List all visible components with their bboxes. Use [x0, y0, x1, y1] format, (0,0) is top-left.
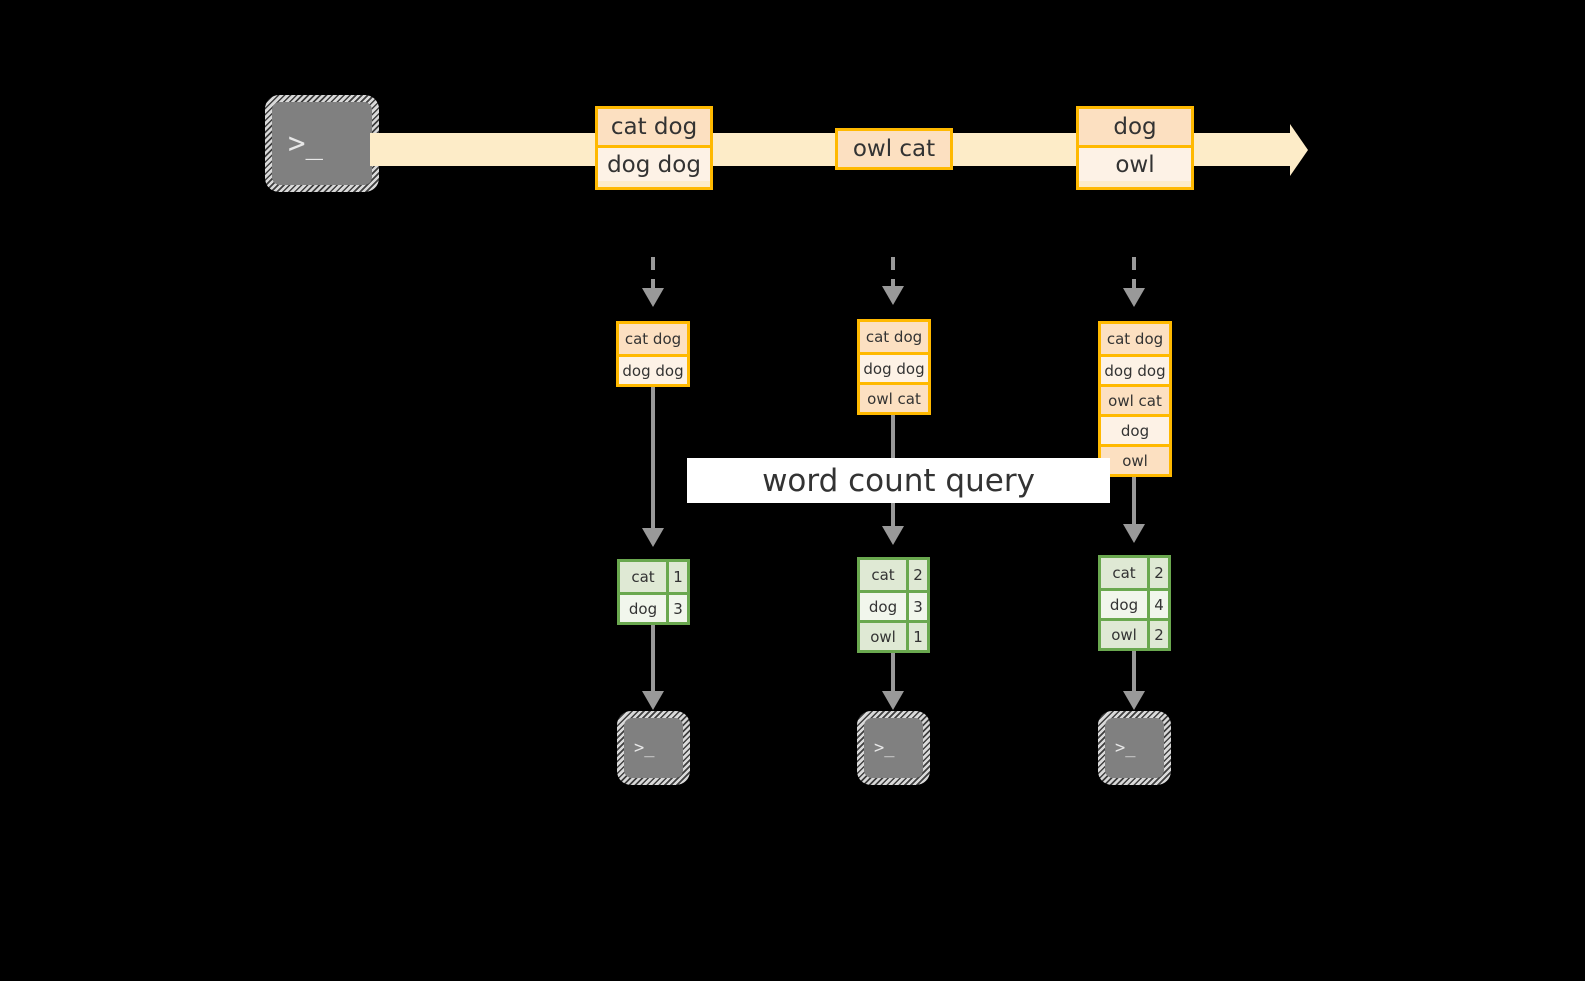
stream-event-line: owl cat	[838, 131, 950, 167]
accumulated-line: dog dog	[1101, 354, 1169, 384]
snapshot-3-query-arrowhead	[1123, 524, 1145, 543]
snapshot-1-accumulated-box[interactable]: cat dog dog dog	[616, 321, 690, 387]
snapshot-1-sink-terminal-icon[interactable]: >_	[617, 711, 690, 785]
stream-event-line: dog dog	[598, 145, 710, 181]
snapshot-1-query-arrowhead	[642, 528, 664, 547]
result-word: owl	[1101, 621, 1147, 648]
snapshot-2-sink-arrowhead	[882, 691, 904, 710]
snapshot-1-sink-connector	[651, 625, 655, 692]
accumulated-line: dog dog	[860, 352, 928, 382]
result-row: dog 3	[860, 590, 927, 620]
terminal-screen: >_	[272, 102, 372, 185]
result-word: cat	[860, 560, 906, 590]
result-count: 4	[1147, 591, 1168, 618]
snapshot-1-query-connector	[651, 387, 655, 529]
stream-event-line: cat dog	[598, 109, 710, 145]
stream-event-group-3[interactable]: dog owl	[1076, 106, 1194, 190]
snapshot-2-accumulated-box[interactable]: cat dog dog dog owl cat	[857, 319, 931, 415]
stream-arrow-head	[1290, 124, 1308, 176]
snapshot-2-sink-connector	[891, 653, 895, 692]
result-word: owl	[860, 623, 906, 650]
accumulated-line: dog	[1101, 414, 1169, 444]
result-row: cat 2	[860, 560, 927, 590]
snapshot-1-result-table[interactable]: cat 1 dog 3	[617, 559, 690, 625]
result-count: 1	[906, 623, 927, 650]
result-word: dog	[620, 595, 666, 622]
snapshot-3-sink-connector	[1132, 651, 1136, 692]
result-row: cat 1	[620, 562, 687, 592]
result-count: 2	[1147, 621, 1168, 648]
snapshot-2-sink-terminal-icon[interactable]: >_	[857, 711, 930, 785]
snapshot-3-query-connector	[1132, 477, 1136, 525]
result-count: 2	[1147, 558, 1168, 588]
ingest-connector-arrowhead	[882, 286, 904, 305]
terminal-screen: >_	[1105, 718, 1164, 778]
ingest-connector-dashed	[651, 257, 655, 290]
accumulated-line: owl cat	[1101, 384, 1169, 414]
snapshot-1-sink-arrowhead	[642, 691, 664, 710]
result-word: cat	[620, 562, 666, 592]
result-count: 2	[906, 560, 927, 590]
snapshot-3-result-table[interactable]: cat 2 dog 4 owl 2	[1098, 555, 1171, 651]
result-word: cat	[1101, 558, 1147, 588]
snapshot-3-sink-terminal-icon[interactable]: >_	[1098, 711, 1171, 785]
result-count: 3	[666, 595, 687, 622]
result-word: dog	[1101, 591, 1147, 618]
result-row: cat 2	[1101, 558, 1168, 588]
result-row: dog 4	[1101, 588, 1168, 618]
stream-event-line: dog	[1079, 109, 1191, 145]
accumulated-line: owl	[1101, 444, 1169, 474]
stream-event-group-2[interactable]: owl cat	[835, 128, 953, 170]
snapshot-2-query-arrowhead	[882, 526, 904, 545]
terminal-prompt-glyph: >_	[288, 126, 323, 160]
query-label-band: word count query	[687, 458, 1110, 503]
accumulated-line: cat dog	[860, 322, 928, 352]
accumulated-line: dog dog	[619, 354, 687, 384]
result-count: 3	[906, 593, 927, 620]
result-word: dog	[860, 593, 906, 620]
stream-event-group-1[interactable]: cat dog dog dog	[595, 106, 713, 190]
accumulated-line: cat dog	[619, 324, 687, 354]
ingest-connector-dashed	[891, 257, 895, 288]
source-terminal-icon[interactable]: >_	[265, 95, 379, 192]
query-label-text: word count query	[762, 462, 1035, 499]
terminal-prompt-glyph: >_	[1115, 737, 1136, 758]
stream-event-line: owl	[1079, 145, 1191, 181]
snapshot-3-sink-arrowhead	[1123, 691, 1145, 710]
snapshot-2-result-table[interactable]: cat 2 dog 3 owl 1	[857, 557, 930, 653]
terminal-prompt-glyph: >_	[634, 737, 655, 758]
result-row: owl 2	[1101, 618, 1168, 648]
ingest-connector-dashed	[1132, 257, 1136, 290]
accumulated-line: cat dog	[1101, 324, 1169, 354]
terminal-screen: >_	[864, 718, 923, 778]
result-row: dog 3	[620, 592, 687, 622]
terminal-screen: >_	[624, 718, 683, 778]
result-count: 1	[666, 562, 687, 592]
snapshot-3-accumulated-box[interactable]: cat dog dog dog owl cat dog owl	[1098, 321, 1172, 477]
ingest-connector-arrowhead	[1123, 288, 1145, 307]
terminal-prompt-glyph: >_	[874, 737, 895, 758]
accumulated-line: owl cat	[860, 382, 928, 412]
ingest-connector-arrowhead	[642, 288, 664, 307]
result-row: owl 1	[860, 620, 927, 650]
